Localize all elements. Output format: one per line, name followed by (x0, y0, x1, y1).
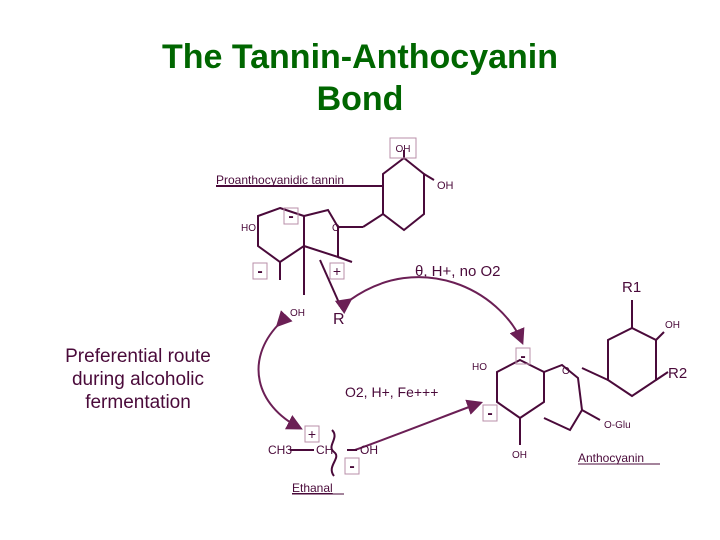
anthocyanin-ho-left: HO (472, 362, 487, 373)
ethanal-ch3: CH3 (268, 443, 292, 457)
anthocyanin-a-ring (496, 358, 545, 420)
tannin-oh-bottom: OH (290, 308, 305, 319)
tannin-charge-minus-left: - (252, 262, 268, 280)
route-note: Preferential route during alcoholic ferm… (65, 346, 211, 413)
tannin-label: Proanthocyanidic tannin (216, 173, 344, 187)
tannin-b-ring (382, 156, 425, 232)
tannin-charge-plus: + (329, 262, 345, 280)
arrow-to-anthocyanin (334, 276, 525, 345)
tannin-ring-o: O (332, 223, 340, 234)
svg-text:during alcoholic: during alcoholic (72, 369, 204, 390)
svg-text:-: - (520, 348, 525, 365)
ethanal-structure (290, 429, 357, 477)
arrow-tannin-to-ethanal (257, 310, 303, 430)
svg-text:-: - (487, 405, 492, 422)
anthocyanin-oh-bottom: OH (512, 450, 527, 461)
anthocyanin-c-ring (543, 363, 584, 432)
tannin-charge-minus-top: - (283, 207, 299, 225)
svg-text:Preferential route: Preferential route (65, 346, 211, 367)
tannin-a-ring (257, 206, 305, 264)
anthocyanin-o-glu: O-Glu (604, 420, 631, 431)
arrow-ethanal-to-anthocyanin (354, 399, 484, 451)
anthocyanin-r1: R1 (622, 279, 641, 296)
svg-text:-: - (257, 263, 262, 280)
tannin-oh-right: OH (437, 180, 454, 192)
svg-text:fermentation: fermentation (85, 392, 191, 413)
ethanal-oh: OH (360, 443, 378, 457)
anthocyanin-r2: R2 (668, 365, 687, 382)
tannin-oh-top: OH (396, 144, 411, 155)
slide-title-line1: The Tannin-Anthocyanin (162, 38, 558, 76)
svg-text:+: + (333, 263, 341, 279)
svg-text:-: - (288, 208, 293, 225)
ethanal-charge-minus: - (344, 457, 360, 475)
anthocyanin-b-ring (607, 326, 657, 398)
theta-conditions: θ, H+, no O2 (415, 263, 500, 280)
r-label: R (333, 311, 345, 328)
anthocyanin-name: Anthocyanin (578, 451, 644, 465)
ethanal-name: Ethanal (292, 481, 333, 495)
anthocyanin-ring-o: O (562, 366, 570, 377)
ethanal-ch: CH (316, 443, 333, 457)
tannin-structure (216, 150, 435, 306)
anthocyanin-charge-minus-top: - (515, 347, 531, 365)
tannin-ho-left: HO (241, 223, 256, 234)
anthocyanin-charge-minus-left: - (482, 404, 498, 422)
tannin-oh-top-box (389, 137, 417, 159)
ethanal-charge-plus: + (304, 425, 320, 443)
svg-text:-: - (349, 458, 354, 475)
anthocyanin-structure (496, 300, 669, 445)
slide-title-line2: Bond (317, 80, 404, 118)
anthocyanin-oh-right: OH (665, 320, 680, 331)
svg-text:+: + (308, 426, 316, 442)
oxidative-conditions: O2, H+, Fe+++ (345, 384, 438, 400)
